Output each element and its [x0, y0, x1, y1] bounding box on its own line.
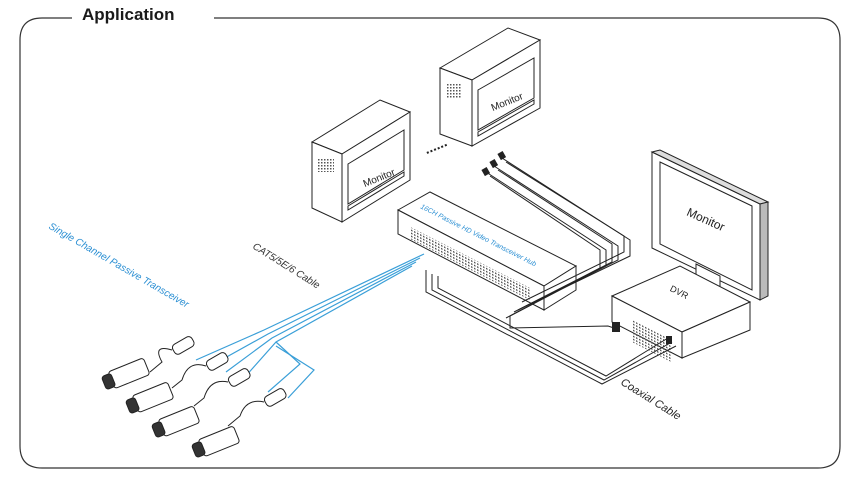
cameras — [101, 358, 240, 458]
coax-connectors — [481, 151, 672, 344]
coaxial-cables — [425, 157, 677, 385]
coaxial-cable-label: Coaxial Cable — [618, 376, 682, 422]
section-title: Application — [76, 4, 181, 26]
camera-leads — [149, 348, 265, 427]
monitor-ellipsis: ...... — [422, 133, 450, 157]
cat-cable-label: CAT5/5E/6 Cable — [250, 241, 322, 291]
transceivers — [171, 336, 287, 407]
video-transceiver-hub: 16CH Passive HD Video Transceiver Hub — [396, 191, 578, 311]
monitor-top: Monitor — [438, 27, 542, 147]
monitor-lcd: Monitor — [650, 149, 770, 301]
dvr: DVR — [610, 265, 752, 363]
frame-border — [19, 17, 841, 469]
twisted-pair-cables — [195, 253, 425, 399]
transceiver-label: Single Channel Passive Transceiver — [47, 221, 192, 311]
monitor-left: Monitor — [310, 99, 412, 223]
